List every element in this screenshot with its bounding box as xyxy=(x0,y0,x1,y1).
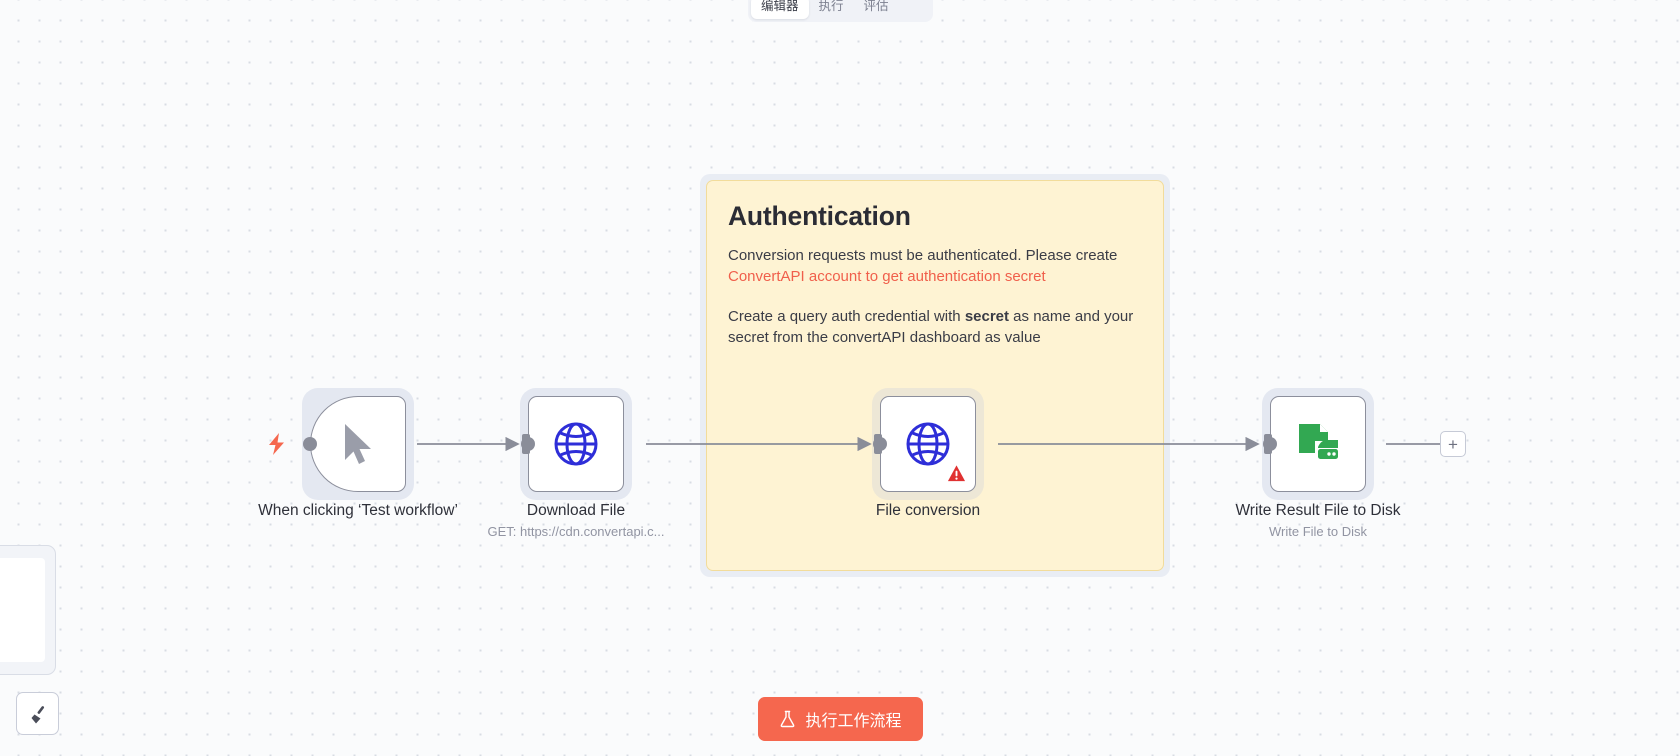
sticky-note-p2-post: as name and your secret from the convert… xyxy=(728,308,1134,347)
minimap-panel[interactable] xyxy=(0,545,56,675)
tab-evaluations[interactable]: 评估 xyxy=(863,0,889,14)
workflow-tabs: 编辑器 执行 评估 xyxy=(748,0,933,22)
node-label: File conversion xyxy=(875,502,981,519)
broom-icon xyxy=(31,705,44,723)
sticky-note[interactable]: Authentication Conversion requests must … xyxy=(700,174,1170,577)
minimap-viewport xyxy=(0,558,45,662)
node-box[interactable] xyxy=(880,396,976,492)
execute-workflow-button[interactable]: 执行工作流程 xyxy=(758,697,923,741)
sticky-note-paragraph-1: Conversion requests must be authenticate… xyxy=(728,246,1142,287)
node-box[interactable] xyxy=(310,396,406,492)
node-label: Write Result File to Disk xyxy=(1235,502,1401,519)
output-port[interactable] xyxy=(873,437,887,451)
tidy-up-button[interactable] xyxy=(16,692,59,735)
node-label: Download File xyxy=(526,502,626,519)
sticky-note-p1-text: Conversion requests must be authenticate… xyxy=(728,247,1118,264)
globe-icon xyxy=(554,422,598,466)
tab-executions[interactable]: 执行 xyxy=(818,0,844,14)
node-box[interactable] xyxy=(528,396,624,492)
output-port[interactable] xyxy=(303,437,317,451)
cursor-pointer-icon xyxy=(345,424,371,464)
sticky-note-title: Authentication xyxy=(728,201,911,231)
node-subtitle: Write File to Disk xyxy=(1269,524,1367,539)
convertapi-account-link[interactable]: ConvertAPI account to get authentication… xyxy=(728,267,1046,285)
sticky-note-paragraph-2: Create a query auth credential with secr… xyxy=(728,307,1142,348)
sticky-note-body[interactable]: Authentication Conversion requests must … xyxy=(706,180,1164,571)
node-box[interactable] xyxy=(1270,396,1366,492)
output-port[interactable] xyxy=(1263,437,1277,451)
lightning-bolt-icon xyxy=(269,433,284,455)
node-subtitle: GET: https://cdn.convertapi.c... xyxy=(487,524,665,539)
sticky-note-p2-bold: secret xyxy=(964,308,1010,326)
file-disk-icon xyxy=(1299,424,1338,459)
output-port[interactable] xyxy=(521,437,535,451)
sticky-note-p2-pre: Create a query auth credential with xyxy=(728,308,965,326)
flask-icon xyxy=(781,710,795,728)
warning-triangle-icon[interactable] xyxy=(947,464,966,483)
tab-editor[interactable]: 编辑器 xyxy=(751,0,809,19)
globe-icon xyxy=(906,422,950,466)
execute-workflow-label: 执行工作流程 xyxy=(805,713,902,730)
add-node-button[interactable]: + xyxy=(1440,431,1466,457)
node-label: When clicking ‘Test workflow’ xyxy=(258,502,458,519)
